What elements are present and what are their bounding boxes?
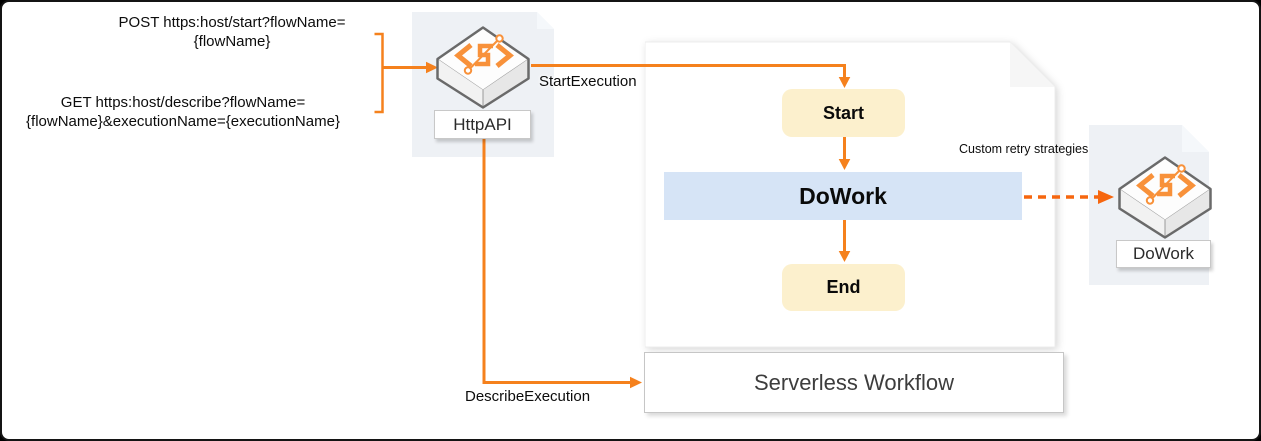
post-request-line2: {flowName} — [193, 33, 271, 50]
retry-target-hexagon-icon — [1118, 156, 1212, 239]
custom-retry-label: Custom retry strategies — [959, 142, 1089, 156]
describe-execution-arrow-head — [630, 376, 642, 389]
start-execution-label: StartExecution — [539, 73, 637, 90]
workflow-node-end: End — [782, 264, 905, 311]
end-node-label: End — [826, 277, 861, 297]
get-request-line1: GET https:host/describe?flowName= — [60, 94, 306, 111]
serverless-workflow-box: Serverless Workflow — [644, 352, 1064, 413]
serverless-workflow-title: Serverless Workflow — [753, 369, 955, 395]
start-node-label: Start — [822, 102, 864, 123]
post-request-annotation: POST https:host/start?flowName= {flowNam… — [62, 13, 402, 51]
retry-target-label-box: DoWork — [1116, 240, 1211, 268]
get-request-annotation: GET https:host/describe?flowName= {flowN… — [2, 93, 364, 131]
http-api-label: HttpAPI — [453, 114, 512, 134]
http-api-label-box: HttpAPI — [434, 110, 531, 139]
fnf-glyph — [454, 34, 514, 75]
fnf-glyph — [1136, 164, 1196, 205]
workflow-node-start: Start — [782, 89, 905, 137]
retry-target-label: DoWork — [1132, 244, 1195, 263]
workflow-node-dowork: DoWork — [664, 172, 1022, 220]
http-api-hexagon-icon — [436, 26, 530, 109]
get-request-line2: {flowName}&executionName={executionName} — [26, 113, 340, 130]
post-request-line1: POST https:host/start?flowName= — [118, 14, 346, 31]
dowork-node-label: DoWork — [799, 182, 887, 209]
describe-execution-line — [482, 139, 630, 384]
describe-execution-label: DescribeExecution — [465, 388, 591, 405]
